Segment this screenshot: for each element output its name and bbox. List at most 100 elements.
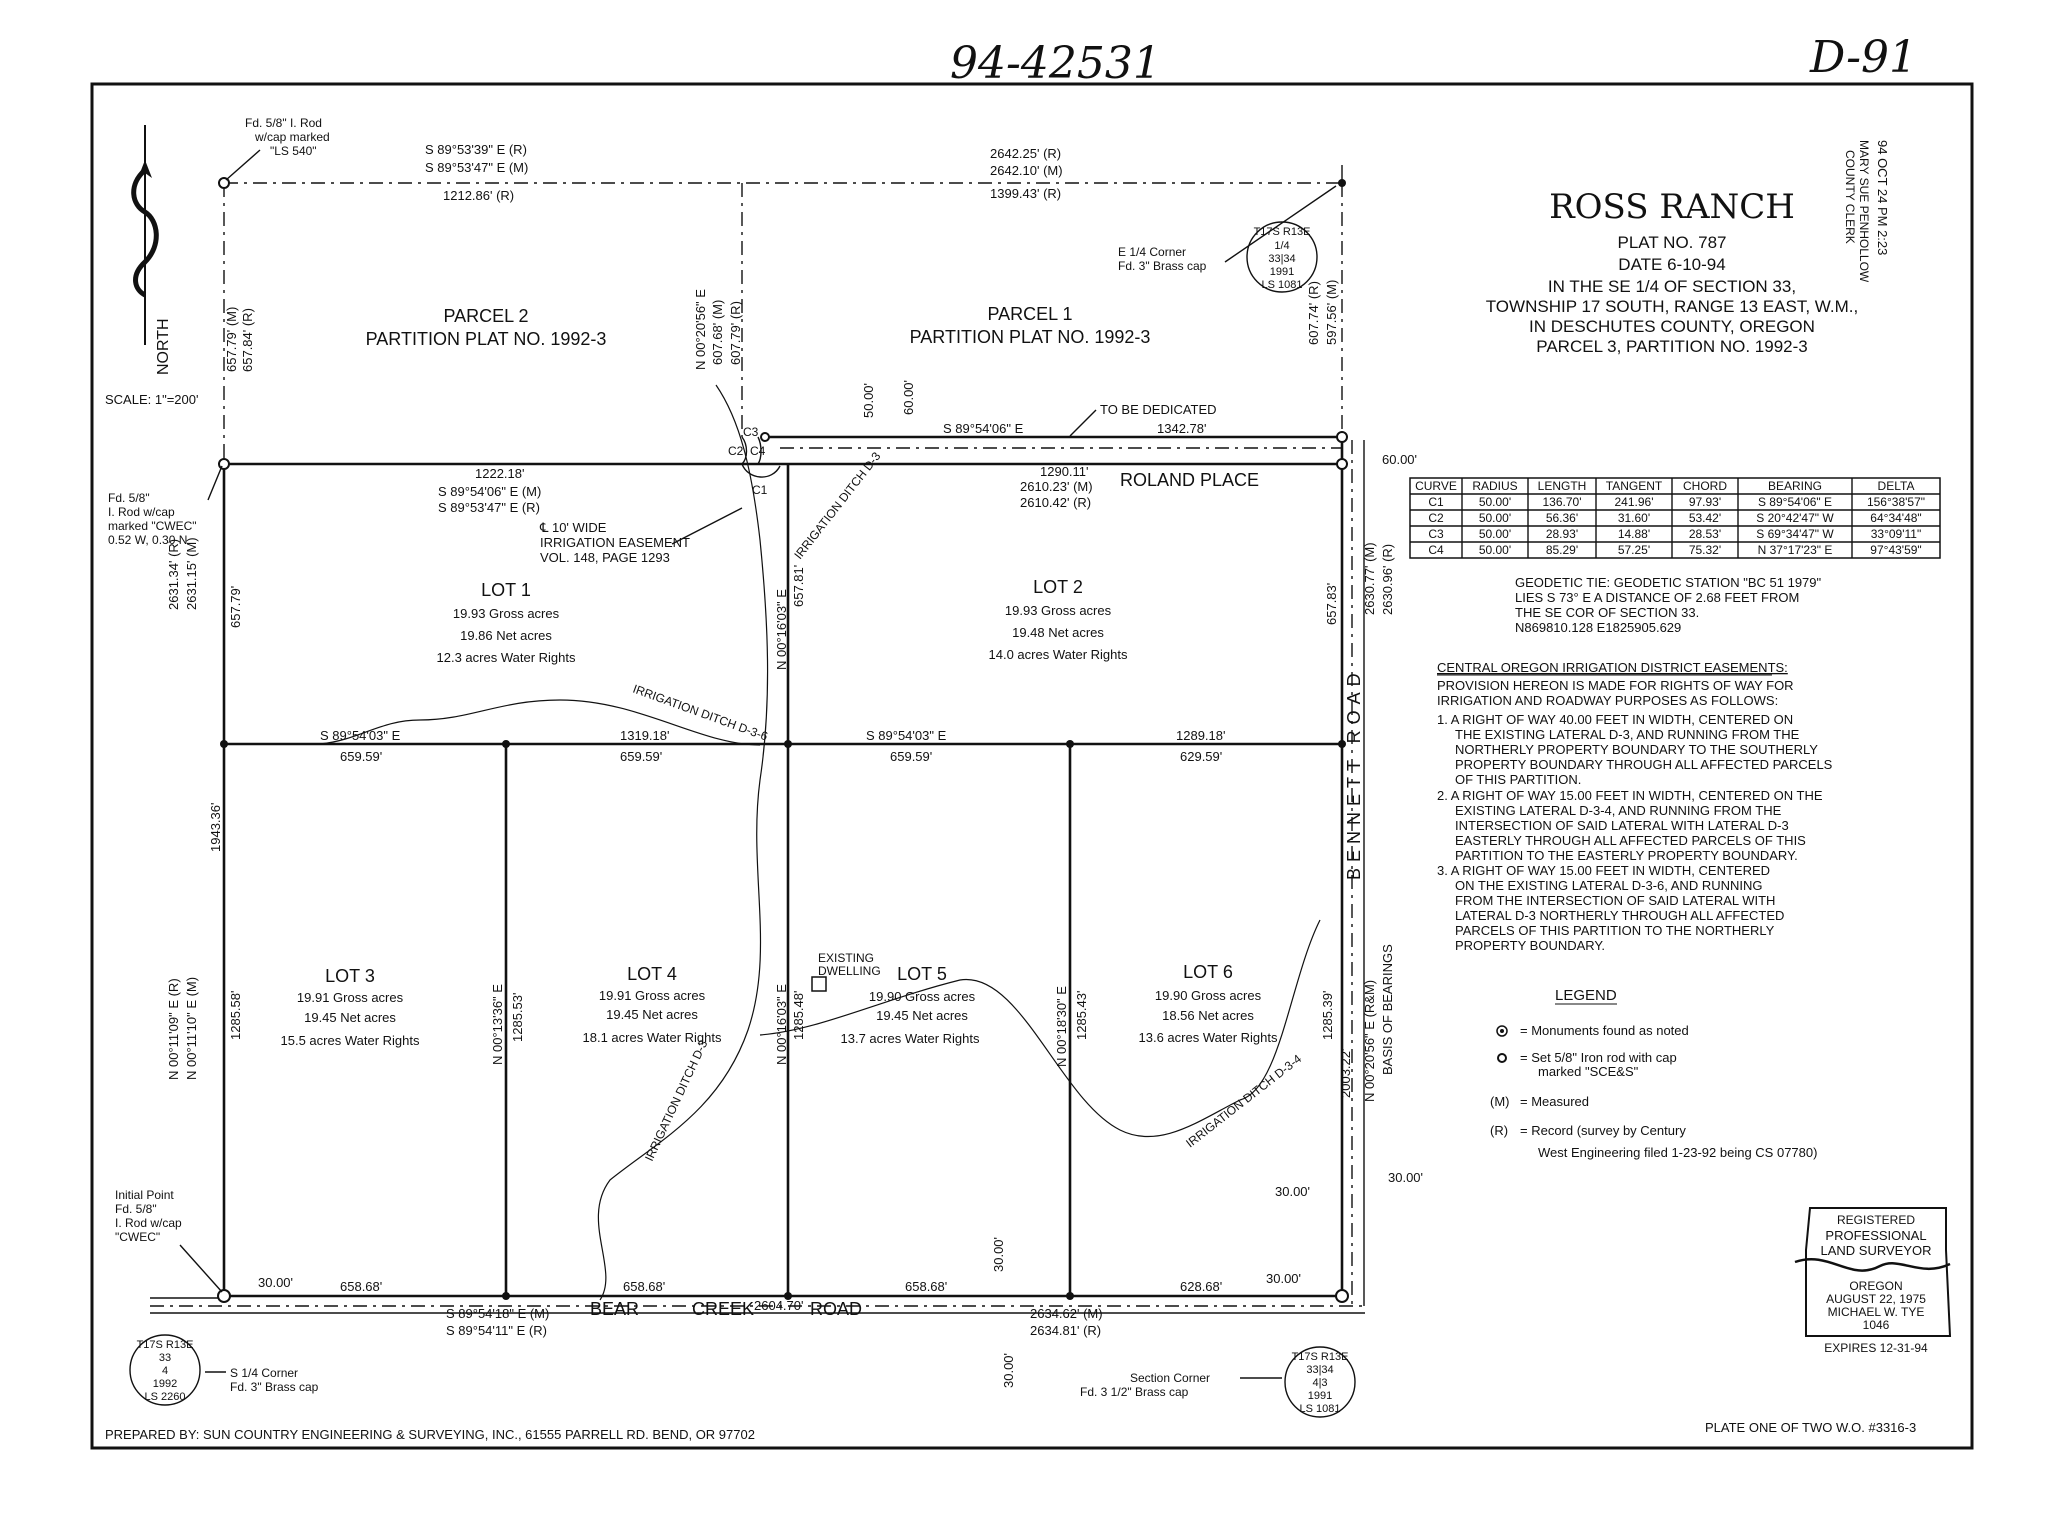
lot-5: LOT 5 19.90 Gross acres 19.45 Net acres … [841, 964, 980, 1046]
dim-top-total-r: 2642.25' (R) [990, 146, 1061, 161]
north-arrow: NORTH [131, 125, 172, 375]
lot6-net: 18.56 Net acres [1162, 1008, 1254, 1023]
dim-e1285: 1285.39' [1320, 991, 1335, 1040]
lot3-net: 19.45 Net acres [304, 1010, 396, 1025]
dim-60-right: 60.00' [1382, 452, 1417, 467]
legend-r-desc-1: = Record (survey by Century [1520, 1123, 1686, 1138]
legend-found: = Monuments found as noted [1520, 1023, 1689, 1038]
ct-c2-chord: 53.42' [1689, 511, 1721, 525]
parcel1-sub: PARTITION PLAT NO. 1992-3 [910, 327, 1151, 347]
ditch-label-d34: IRRIGATION DITCH D-3-4 [1183, 1051, 1304, 1150]
ct-h-bearing: BEARING [1768, 479, 1822, 493]
surveyor-l3: LAND SURVEYOR [1820, 1243, 1931, 1258]
ct-h-length: LENGTH [1538, 479, 1587, 493]
coid-line-7: 2. A RIGHT OF WAY 15.00 FEET IN WIDTH, C… [1437, 788, 1823, 803]
curve-label-c3: C3 [743, 425, 759, 439]
coid-line-2: 1. A RIGHT OF WAY 40.00 FEET IN WIDTH, C… [1437, 712, 1793, 727]
dim-ded-len: 1342.78' [1157, 421, 1206, 436]
seal-se-5: LS 1081 [1300, 1403, 1341, 1415]
dim-1222: 1222.18' [475, 466, 524, 481]
lot1-name: LOT 1 [481, 580, 531, 600]
s14-note-1: S 1/4 Corner [230, 1366, 298, 1380]
title-line-6: PARCEL 3, PARTITION NO. 1992-3 [1536, 337, 1807, 356]
ct-c3-bearing: S 69°34'47" W [1756, 527, 1834, 541]
north-label: NORTH [155, 318, 172, 375]
stamp-date: 94 OCT 24 PM 2:23 [1875, 140, 1890, 255]
footer-prepared-by: PREPARED BY: SUN COUNTRY ENGINEERING & S… [105, 1427, 755, 1442]
dim-s-bearing-r: S 89°54'11" E (R) [446, 1323, 547, 1338]
dim-m629: 629.59' [1180, 749, 1222, 764]
dim-s658-c: 658.68' [905, 1279, 947, 1294]
seal-ne: T17S R13E 1/4 33|34 1991 LS 1081 [1246, 221, 1318, 293]
dim-center-bearing: N 00°16'03" E [774, 589, 789, 670]
surveyor-signature [1794, 1258, 1951, 1272]
sw-note-1: Initial Point [115, 1188, 174, 1202]
lot1-water: 12.3 acres Water Rights [437, 650, 576, 665]
monument-mid-3 [784, 740, 792, 748]
lot5-name: LOT 5 [897, 964, 947, 984]
title-line-2: DATE 6-10-94 [1618, 255, 1725, 274]
surveyor-number: 1046 [1863, 1318, 1890, 1332]
dim-s2634-r: 2634.81' (R) [1030, 1323, 1101, 1338]
parcel2-sub: PARTITION PLAT NO. 1992-3 [366, 329, 607, 349]
surveyor-l2: PROFESSIONAL [1825, 1228, 1926, 1243]
to-be-dedicated-label: TO BE DEDICATED [1100, 402, 1217, 417]
monument-s-3 [784, 1292, 792, 1300]
ct-c3-curve: C3 [1428, 527, 1444, 541]
geodetic-3: THE SE COR OF SECTION 33. [1515, 605, 1699, 620]
dim-e2003: 2003.22' [1338, 1049, 1353, 1098]
lot3-water: 15.5 acres Water Rights [281, 1033, 420, 1048]
e14-note-1: E 1/4 Corner [1118, 245, 1186, 259]
dim-w-657: 657.79' [228, 586, 243, 628]
ct-h-delta: DELTA [1878, 479, 1915, 493]
legend-set-2: marked "SCE&S" [1538, 1064, 1639, 1079]
coid-line-16: PARCELS OF THIS PARTITION TO THE NORTHER… [1455, 923, 1775, 938]
ct-c4-curve: C4 [1428, 543, 1444, 557]
existing-dwelling [811, 976, 827, 992]
ct-c3-delta: 33°09'11" [1871, 527, 1922, 541]
lot-4: LOT 4 19.91 Gross acres 19.45 Net acres … [583, 964, 722, 1045]
sw-note-3: I. Rod w/cap [115, 1216, 182, 1230]
dim-l56: 1285.43' [1074, 991, 1089, 1040]
dim-ded-bearing: S 89°54'06" E [943, 421, 1024, 436]
monument-mid-e [1338, 740, 1346, 748]
lot6-gross: 19.90 Gross acres [1155, 988, 1262, 1003]
nw-note-leader [225, 149, 261, 181]
coid-line-10: EASTERLY THROUGH ALL AFFECTED PARCELS OF… [1455, 833, 1806, 848]
surveyor-expires: EXPIRES 12-31-94 [1824, 1341, 1928, 1355]
seal-ne-2: 1/4 [1274, 240, 1289, 252]
title-line-3: IN THE SE 1/4 OF SECTION 33, [1548, 277, 1796, 296]
lot-6: LOT 6 19.90 Gross acres 18.56 Net acres … [1139, 962, 1278, 1045]
dim-2610-m: 2610.23' (M) [1020, 479, 1093, 494]
ditch-label-d3-north: IRRIGATION DITCH D-3 [791, 449, 883, 562]
coid-line-13: ON THE EXISTING LATERAL D-3-6, AND RUNNI… [1455, 878, 1762, 893]
seal-ne-5: LS 1081 [1262, 279, 1303, 291]
bear-creek-label-3: ROAD [810, 1299, 862, 1319]
seal-sw-4: 1992 [153, 1378, 177, 1390]
lot2-net: 19.48 Net acres [1012, 625, 1104, 640]
dim-m659-c: 659.59' [890, 749, 932, 764]
ct-row-c4: C4 50.00' 85.29' 57.25' 75.32' N 37°17'2… [1428, 543, 1921, 557]
nw-note-3: "LS 540" [270, 144, 317, 158]
curve-c1 [741, 463, 781, 478]
monument-se [1335, 1289, 1349, 1303]
dim-s2604: 2604.70' [754, 1298, 803, 1313]
dim-basis: BASIS OF BEARINGS [1380, 944, 1395, 1075]
dim-mid-bearing-2: S 89°54'03" E [866, 728, 947, 743]
dim-top-bearing-r: S 89°53'39" E (R) [425, 142, 527, 157]
dim-s658-b: 658.68' [623, 1279, 665, 1294]
monument-s-4 [1066, 1292, 1074, 1300]
ct-row-c2: C2 50.00' 56.36' 31.60' 53.42' S 20°42'4… [1428, 511, 1921, 525]
dim-sw-bearing-r: N 00°11'09" E (R) [166, 978, 181, 1080]
dim-l34: 1285.53' [510, 993, 525, 1042]
seal-sw-3: 4 [162, 1365, 168, 1377]
bear-creek-label-2: CREEK [692, 1299, 754, 1319]
w-note-2: I. Rod w/cap [108, 505, 175, 519]
coid-line-14: FROM THE INTERSECTION OF SAID LATERAL WI… [1455, 893, 1775, 908]
seal-ne-4: 1991 [1270, 266, 1294, 278]
dim-east-m: 2630.77' (M) [1362, 542, 1377, 615]
dim-top-total-m: 2642.10' (M) [990, 163, 1063, 178]
legend-r: (R) [1490, 1123, 1508, 1138]
monument-ne-roland [1336, 431, 1348, 443]
title-line-4: TOWNSHIP 17 SOUTH, RANGE 13 EAST, W.M., [1486, 297, 1859, 316]
